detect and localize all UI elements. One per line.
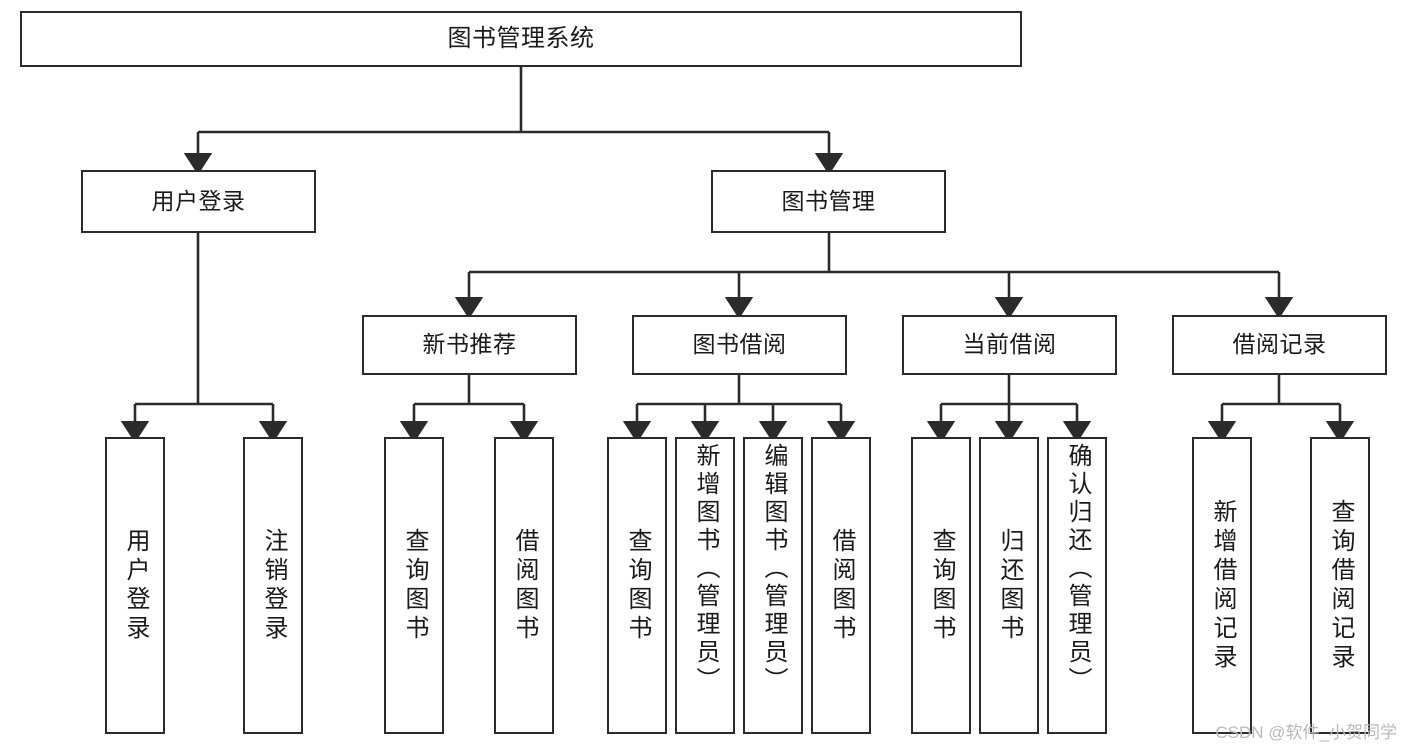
leaf-query-book-recommend[interactable]: 查询图书 (384, 437, 444, 734)
leaf-confirm-return-admin[interactable]: 确认归还（管理员） (1047, 437, 1107, 734)
node-current-borrow[interactable]: 当前借阅 (902, 315, 1117, 375)
node-label: 当前借阅 (962, 331, 1057, 358)
node-label: 查询图书 (401, 527, 428, 644)
node-label: 查询图书 (624, 527, 651, 644)
node-label: 查询图书 (928, 527, 955, 644)
node-label: 归还图书 (996, 527, 1023, 644)
leaf-query-book-borrow[interactable]: 查询图书 (607, 437, 667, 734)
node-label: 图书借阅 (692, 331, 787, 358)
node-label: 查询借阅记录 (1327, 498, 1354, 673)
node-root-system[interactable]: 图书管理系统 (20, 11, 1022, 67)
node-label: 借阅图书 (511, 527, 538, 644)
node-label: 借阅记录 (1232, 331, 1327, 358)
leaf-query-book-current[interactable]: 查询图书 (911, 437, 971, 734)
node-label: 编辑图书（管理员） (760, 443, 787, 695)
node-book-borrow[interactable]: 图书借阅 (632, 315, 847, 375)
node-label: 借阅图书 (828, 527, 855, 644)
node-label: 图书管理 (781, 187, 876, 214)
leaf-return-book[interactable]: 归还图书 (979, 437, 1039, 734)
csdn-watermark: CSDN @软件_小贺同学 (1215, 723, 1397, 742)
leaf-query-borrow-record[interactable]: 查询借阅记录 (1310, 437, 1370, 734)
leaf-edit-book-admin[interactable]: 编辑图书（管理员） (743, 437, 803, 734)
leaf-borrow-book[interactable]: 借阅图书 (811, 437, 871, 734)
node-borrow-record[interactable]: 借阅记录 (1172, 315, 1387, 375)
leaf-user-logout[interactable]: 注销登录 (243, 437, 303, 734)
node-label: 图书管理系统 (447, 24, 595, 52)
node-label: 确认归还（管理员） (1064, 443, 1091, 695)
node-label: 注销登录 (260, 527, 287, 644)
node-book-management[interactable]: 图书管理 (711, 170, 946, 233)
leaf-add-borrow-record[interactable]: 新增借阅记录 (1192, 437, 1252, 734)
node-label: 新增图书（管理员） (692, 443, 719, 695)
leaf-add-book-admin[interactable]: 新增图书（管理员） (675, 437, 735, 734)
node-label: 新书推荐 (422, 331, 517, 358)
leaf-borrow-book-recommend[interactable]: 借阅图书 (494, 437, 554, 734)
leaf-user-login[interactable]: 用户登录 (105, 437, 165, 734)
node-label: 用户登录 (151, 187, 246, 214)
node-user-login[interactable]: 用户登录 (81, 170, 316, 233)
node-label: 用户登录 (122, 527, 149, 644)
node-new-book-recommend[interactable]: 新书推荐 (362, 315, 577, 375)
node-label: 新增借阅记录 (1209, 498, 1236, 673)
